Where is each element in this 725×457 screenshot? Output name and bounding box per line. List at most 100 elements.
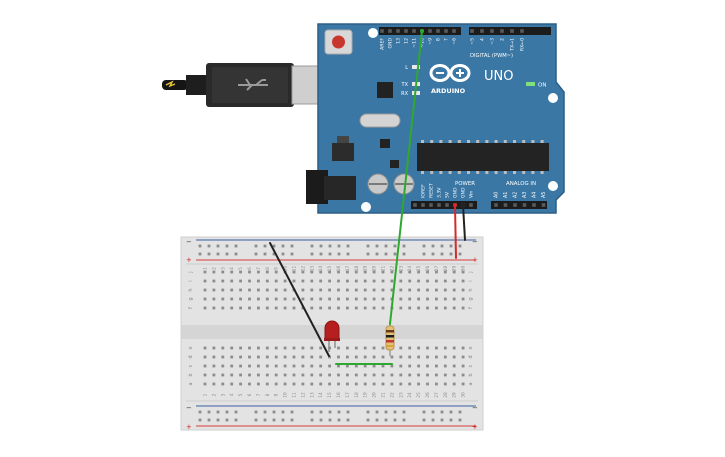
terminal-hole[interactable] xyxy=(346,270,349,274)
terminal-hole[interactable] xyxy=(337,346,340,350)
rail-hole[interactable] xyxy=(207,244,211,248)
terminal-hole[interactable] xyxy=(328,382,331,386)
terminal-hole[interactable] xyxy=(301,373,305,377)
terminal-hole[interactable] xyxy=(248,346,251,350)
terminal-hole[interactable] xyxy=(426,297,429,301)
terminal-hole[interactable] xyxy=(283,306,287,310)
terminal-hole[interactable] xyxy=(337,279,340,283)
terminal-hole[interactable] xyxy=(346,297,349,301)
terminal-hole[interactable] xyxy=(354,306,358,310)
terminal-hole[interactable] xyxy=(257,297,260,301)
rail-hole[interactable] xyxy=(207,252,211,256)
terminal-hole[interactable] xyxy=(461,346,465,350)
wire-green-pin13-to-resistor[interactable] xyxy=(389,30,423,325)
terminal-hole[interactable] xyxy=(310,279,314,283)
terminal-hole[interactable] xyxy=(399,355,403,359)
power-pin-hole[interactable] xyxy=(413,203,417,207)
terminal-hole[interactable] xyxy=(452,279,456,283)
terminal-hole[interactable] xyxy=(426,279,429,283)
rail-hole[interactable] xyxy=(263,244,267,248)
rail-hole[interactable] xyxy=(337,252,341,256)
terminal-hole[interactable] xyxy=(239,288,242,292)
rail-hole[interactable] xyxy=(375,410,379,414)
analog-pin-hole[interactable] xyxy=(503,203,508,207)
terminal-hole[interactable] xyxy=(408,279,412,283)
rail-hole[interactable] xyxy=(431,410,435,414)
rail-hole[interactable] xyxy=(225,418,229,422)
rail-hole[interactable] xyxy=(402,410,406,414)
digital-pin-hole[interactable] xyxy=(500,29,504,33)
terminal-hole[interactable] xyxy=(408,306,412,310)
rail-hole[interactable] xyxy=(328,410,332,414)
terminal-hole[interactable] xyxy=(257,373,260,377)
terminal-hole[interactable] xyxy=(319,364,323,368)
terminal-hole[interactable] xyxy=(461,270,465,274)
rail-hole[interactable] xyxy=(393,244,397,248)
rail-hole[interactable] xyxy=(216,244,220,248)
terminal-hole[interactable] xyxy=(443,288,447,292)
terminal-hole[interactable] xyxy=(301,364,305,368)
terminal-hole[interactable] xyxy=(310,382,314,386)
terminal-hole[interactable] xyxy=(212,270,216,274)
terminal-hole[interactable] xyxy=(461,279,465,283)
terminal-hole[interactable] xyxy=(203,382,207,386)
terminal-hole[interactable] xyxy=(346,288,349,292)
terminal-hole[interactable] xyxy=(248,297,251,301)
terminal-hole[interactable] xyxy=(426,306,429,310)
terminal-hole[interactable] xyxy=(239,279,242,283)
terminal-hole[interactable] xyxy=(230,382,234,386)
terminal-hole[interactable] xyxy=(221,355,225,359)
terminal-hole[interactable] xyxy=(212,364,216,368)
terminal-hole[interactable] xyxy=(301,270,305,274)
terminal-hole[interactable] xyxy=(239,364,242,368)
terminal-hole[interactable] xyxy=(372,306,376,310)
terminal-hole[interactable] xyxy=(372,355,376,359)
terminal-hole[interactable] xyxy=(443,270,447,274)
resistor-component[interactable] xyxy=(385,322,395,356)
rail-hole[interactable] xyxy=(310,252,314,256)
terminal-hole[interactable] xyxy=(381,288,385,292)
terminal-hole[interactable] xyxy=(390,288,394,292)
terminal-hole[interactable] xyxy=(461,373,465,377)
digital-pin-hole[interactable] xyxy=(490,29,494,33)
rail-hole[interactable] xyxy=(440,244,444,248)
terminal-hole[interactable] xyxy=(443,279,447,283)
rail-hole[interactable] xyxy=(198,410,202,414)
terminal-hole[interactable] xyxy=(319,306,323,310)
rail-hole[interactable] xyxy=(254,244,258,248)
terminal-hole[interactable] xyxy=(310,364,314,368)
terminal-hole[interactable] xyxy=(346,382,349,386)
terminal-hole[interactable] xyxy=(443,382,447,386)
terminal-hole[interactable] xyxy=(257,355,260,359)
terminal-hole[interactable] xyxy=(257,346,260,350)
rail-hole[interactable] xyxy=(375,418,379,422)
rail-hole[interactable] xyxy=(272,244,276,248)
terminal-hole[interactable] xyxy=(426,288,429,292)
digital-pin-hole[interactable] xyxy=(436,29,440,33)
rail-hole[interactable] xyxy=(449,244,453,248)
terminal-hole[interactable] xyxy=(274,288,278,292)
terminal-hole[interactable] xyxy=(212,373,216,377)
digital-pin-hole[interactable] xyxy=(428,29,432,33)
terminal-hole[interactable] xyxy=(221,346,225,350)
terminal-hole[interactable] xyxy=(203,373,207,377)
terminal-hole[interactable] xyxy=(265,279,269,283)
terminal-hole[interactable] xyxy=(346,279,349,283)
terminal-hole[interactable] xyxy=(399,297,403,301)
rail-hole[interactable] xyxy=(319,252,323,256)
terminal-hole[interactable] xyxy=(310,346,314,350)
terminal-hole[interactable] xyxy=(257,270,260,274)
terminal-hole[interactable] xyxy=(363,373,367,377)
terminal-hole[interactable] xyxy=(203,355,207,359)
terminal-hole[interactable] xyxy=(212,382,216,386)
terminal-hole[interactable] xyxy=(337,364,340,368)
rail-hole[interactable] xyxy=(234,410,238,414)
rail-hole[interactable] xyxy=(384,252,388,256)
terminal-hole[interactable] xyxy=(399,306,403,310)
terminal-hole[interactable] xyxy=(461,382,465,386)
terminal-hole[interactable] xyxy=(265,270,269,274)
terminal-hole[interactable] xyxy=(301,346,305,350)
rail-hole[interactable] xyxy=(216,410,220,414)
terminal-hole[interactable] xyxy=(203,288,207,292)
terminal-hole[interactable] xyxy=(417,297,420,301)
